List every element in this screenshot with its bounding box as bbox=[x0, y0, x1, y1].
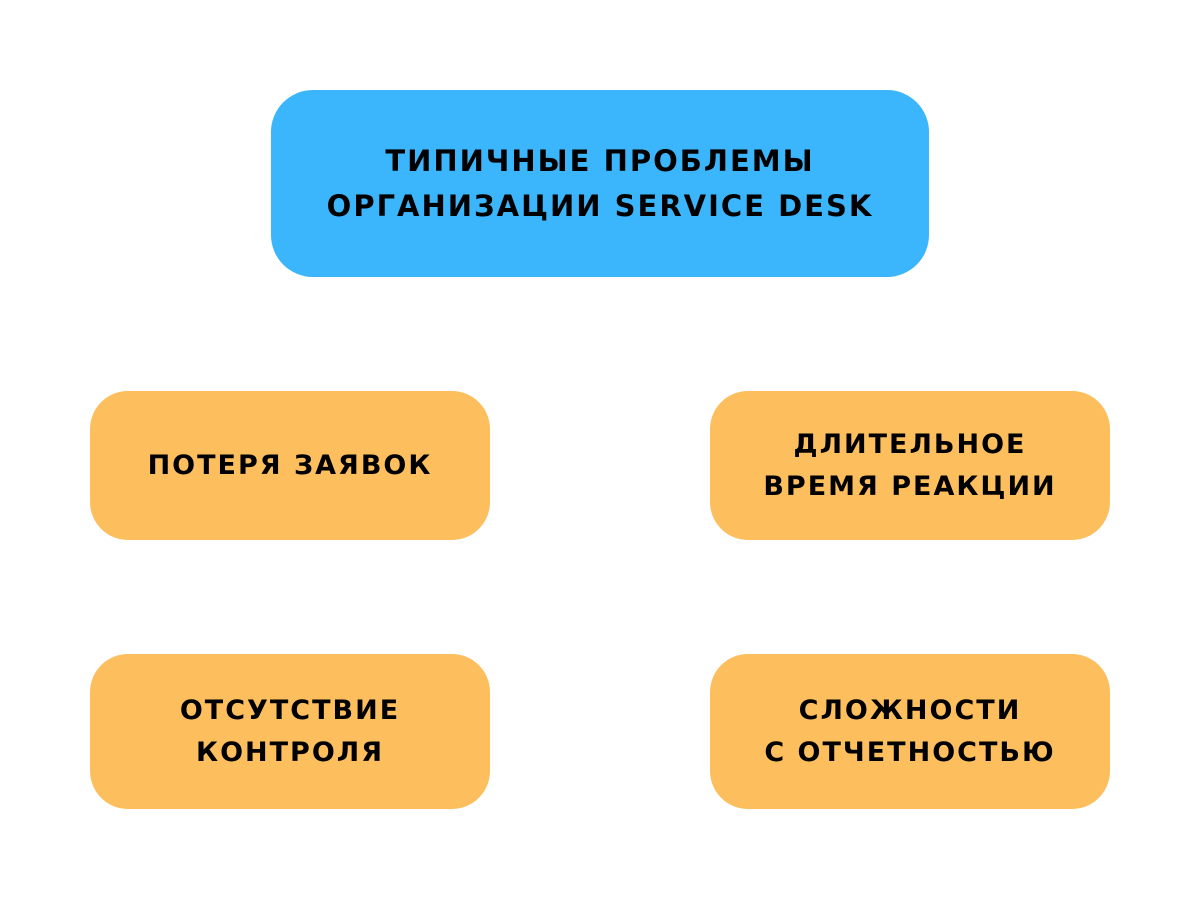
diagram-title-box: Типичные проблемы организации Service De… bbox=[271, 90, 929, 277]
diagram-title: Типичные проблемы организации Service De… bbox=[326, 143, 874, 223]
problem-label: Сложности с отчетностью bbox=[764, 694, 1056, 768]
problem-box-long-response: Длительное время реакции bbox=[710, 391, 1110, 540]
problem-label: Длительное время реакции bbox=[763, 428, 1057, 502]
problem-box-no-control: Отсутствие контроля bbox=[90, 654, 490, 809]
problem-box-lost-requests: Потеря заявок bbox=[90, 391, 490, 540]
problem-label: Отсутствие контроля bbox=[179, 694, 401, 768]
problem-box-reporting: Сложности с отчетностью bbox=[710, 654, 1110, 809]
problem-label: Потеря заявок bbox=[147, 449, 433, 481]
